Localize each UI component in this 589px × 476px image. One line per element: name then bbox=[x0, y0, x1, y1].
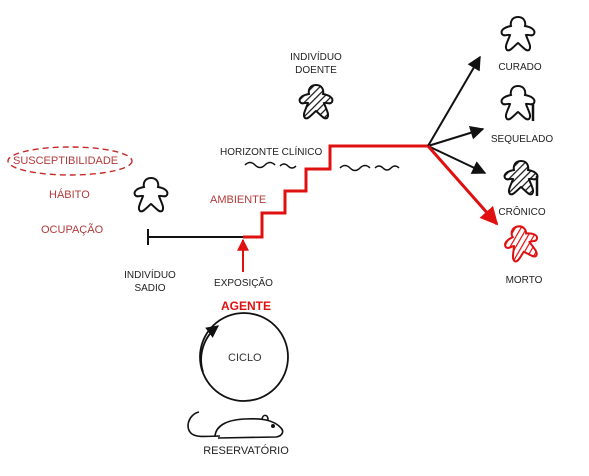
person-chronic-icon bbox=[503, 159, 539, 196]
disease-progression-path bbox=[243, 144, 428, 239]
label-healthy-line2: SADIO bbox=[134, 283, 166, 294]
label-healthy-individual: INDIVÍDUO SADIO bbox=[115, 269, 185, 295]
label-environment: AMBIENTE bbox=[210, 194, 267, 206]
person-healthy-icon bbox=[133, 176, 169, 213]
label-healthy-line1: INDIVÍDUO bbox=[124, 270, 176, 281]
label-sick-individual: INDIVÍDUO DOENTE bbox=[281, 51, 351, 77]
label-reservoir: RESERVATÓRIO bbox=[203, 445, 289, 457]
arrow-to-cronico bbox=[427, 145, 487, 174]
label-clinical-horizon: HORIZONTE CLÍNICO bbox=[220, 147, 323, 158]
person-sequelae-icon bbox=[500, 84, 536, 121]
arrow-to-curado bbox=[427, 55, 481, 147]
person-sick-icon bbox=[298, 83, 334, 120]
label-outcome-morto: MORTO bbox=[505, 275, 543, 286]
label-outcome-cronico: CRÔNICO bbox=[498, 207, 546, 218]
cycle-arrow bbox=[200, 325, 220, 373]
arrow-to-sequelado bbox=[427, 126, 485, 147]
label-exposure: EXPOSIÇÃO bbox=[214, 278, 273, 289]
label-cycle: CICLO bbox=[228, 352, 262, 364]
label-occupation: OCUPAÇÃO bbox=[41, 224, 104, 236]
label-sick-line2: DOENTE bbox=[295, 65, 337, 76]
label-agent: AGENTE bbox=[221, 299, 272, 313]
label-outcome-sequelado: SEQUELADO bbox=[490, 134, 554, 145]
clinical-horizon-waves bbox=[244, 161, 400, 172]
person-dead-icon bbox=[504, 225, 538, 263]
susceptibility-ellipse bbox=[7, 146, 133, 176]
label-habit: HÁBITO bbox=[49, 189, 90, 201]
cycle-circle bbox=[199, 312, 289, 402]
rat-icon bbox=[187, 411, 284, 439]
label-susceptibility: SUSCEPTIBILIDADE bbox=[13, 155, 119, 167]
arrow-to-morto bbox=[426, 145, 499, 226]
label-outcome-curado: CURADO bbox=[498, 62, 542, 73]
label-sick-line1: INDIVÍDUO bbox=[290, 52, 342, 63]
person-cured-icon bbox=[500, 15, 536, 52]
